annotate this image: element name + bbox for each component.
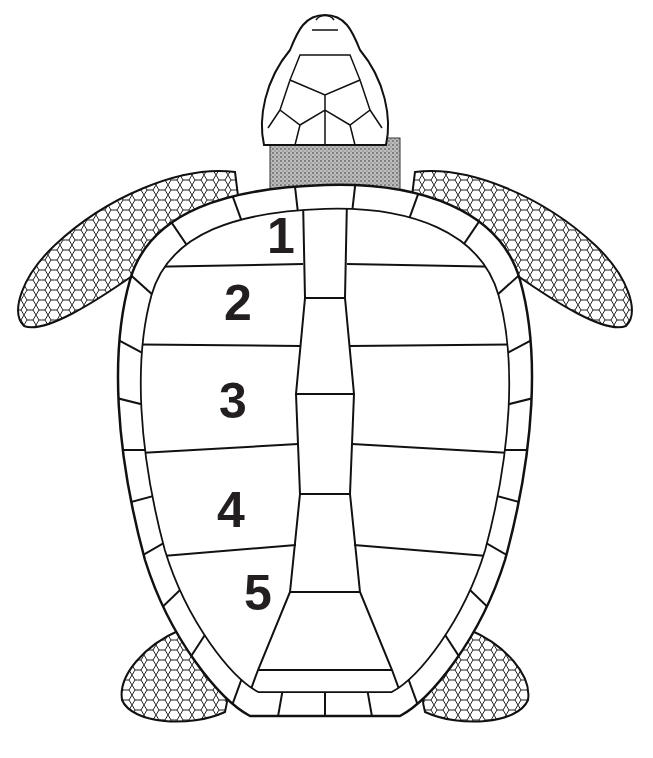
head-scales xyxy=(268,30,382,145)
vertebral-edge xyxy=(225,150,305,758)
callout-number: 1 xyxy=(267,211,295,261)
callout-number: 3 xyxy=(219,376,247,426)
head xyxy=(262,15,388,145)
callout-number: 5 xyxy=(244,568,272,618)
beak xyxy=(316,16,334,21)
callout-number: 4 xyxy=(217,485,245,535)
central-scutes xyxy=(90,150,560,758)
head-outline xyxy=(262,15,388,145)
callout-number: 2 xyxy=(224,278,252,328)
vertebral-edge xyxy=(345,150,425,758)
marginal-scutes xyxy=(0,53,653,758)
